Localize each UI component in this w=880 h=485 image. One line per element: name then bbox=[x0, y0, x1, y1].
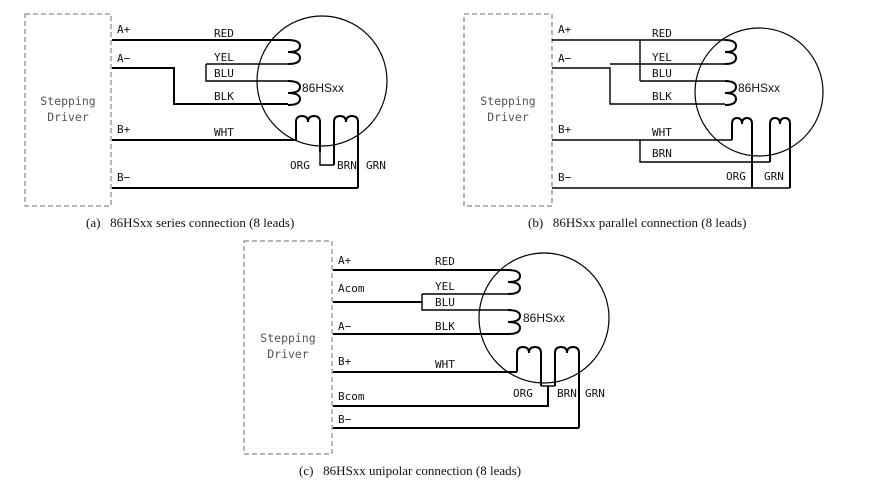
diagram-c-unipolar: Stepping Driver 86HSxx A+ Acom A− B+ Bco… bbox=[243, 240, 610, 455]
wire-red-c: RED bbox=[435, 255, 455, 268]
coil-b-left-a bbox=[295, 114, 321, 152]
wire-wht-a: WHT bbox=[214, 126, 234, 139]
coil-b-right-b bbox=[769, 116, 791, 188]
driver-label-line1-c: Stepping bbox=[260, 331, 315, 345]
wire-path-blu-a bbox=[205, 64, 288, 82]
wire-org-b: ORG bbox=[726, 170, 746, 183]
terminal-a-minus-b: A− bbox=[558, 52, 572, 65]
driver-label-line2-a: Driver bbox=[47, 110, 89, 124]
wire-grn-a: GRN bbox=[366, 159, 386, 172]
wire-path-blk-a bbox=[112, 67, 288, 105]
coil-b-right-c bbox=[554, 345, 580, 428]
diagram-a-series: Stepping Driver 86HSxx A+ A− B+ B− RED Y… bbox=[24, 13, 388, 207]
wire-path-blk-b bbox=[552, 67, 725, 105]
motor-model-a: 86HSxx bbox=[302, 81, 344, 95]
wire-blk-c: BLK bbox=[435, 320, 455, 333]
terminal-b-minus-b: B− bbox=[558, 171, 572, 184]
wire-grn-c: GRN bbox=[585, 387, 605, 400]
motor-circle-c bbox=[478, 252, 610, 384]
caption-c: (c) 86HSxx unipolar connection (8 leads) bbox=[299, 463, 521, 478]
wire-brn-c: BRN bbox=[557, 387, 577, 400]
terminal-a-minus-a: A− bbox=[117, 52, 131, 65]
wire-path-series-link-a bbox=[319, 152, 334, 166]
wire-org-c: ORG bbox=[513, 387, 533, 400]
wire-path-b-com-c bbox=[333, 386, 549, 407]
motor-model-b: 86HSxx bbox=[738, 81, 780, 95]
driver-label-line2-c: Driver bbox=[267, 347, 309, 361]
caption-b: (b) 86HSxx parallel connection (8 leads) bbox=[528, 215, 746, 230]
terminal-b-plus-b: B+ bbox=[558, 123, 572, 136]
coil-a-upper-b bbox=[724, 39, 738, 65]
driver-label-line1-b: Stepping bbox=[480, 94, 535, 108]
coil-a-lower-c bbox=[507, 309, 522, 335]
driver-box-a bbox=[24, 13, 112, 207]
wire-grn-b: GRN bbox=[764, 170, 784, 183]
driver-label-line1-a: Stepping bbox=[40, 94, 95, 108]
wire-wht-c: WHT bbox=[435, 358, 455, 371]
wire-yel-a: YEL bbox=[214, 51, 234, 64]
driver-box-b bbox=[463, 13, 553, 207]
wire-org-a: ORG bbox=[290, 159, 310, 172]
wire-blk-b: BLK bbox=[652, 90, 672, 103]
diagram-b-parallel: Stepping Driver 86HSxx A+ A− B+ B− RED Y… bbox=[463, 13, 824, 207]
motor-circle-b bbox=[694, 27, 824, 157]
coil-a-upper-c bbox=[507, 269, 522, 295]
wire-path-brn-b bbox=[639, 140, 770, 163]
caption-a: (a) 86HSxx series connection (8 leads) bbox=[86, 215, 294, 230]
terminal-b-plus-a: B+ bbox=[117, 123, 131, 136]
wire-blu-a: BLU bbox=[214, 67, 234, 80]
wire-red-a: RED bbox=[214, 27, 234, 40]
motor-model-c: 86HSxx bbox=[523, 311, 565, 325]
wire-brn-b: BRN bbox=[652, 147, 672, 160]
terminal-b-minus-c: B− bbox=[338, 413, 352, 426]
coil-a-upper-a bbox=[287, 39, 302, 65]
terminal-b-minus-a: B− bbox=[117, 171, 131, 184]
terminal-a-com-c: Acom bbox=[338, 282, 365, 295]
coil-a-lower-b bbox=[724, 80, 738, 106]
terminal-b-com-c: Bcom bbox=[338, 390, 365, 403]
wire-wht-b: WHT bbox=[652, 126, 672, 139]
wire-yel-c: YEL bbox=[435, 280, 455, 293]
coil-b-left-c bbox=[516, 345, 542, 386]
terminal-a-plus-b: A+ bbox=[558, 23, 572, 36]
driver-box-c bbox=[243, 240, 333, 455]
terminal-a-minus-c: A− bbox=[338, 320, 352, 333]
terminal-a-plus-c: A+ bbox=[338, 254, 352, 267]
driver-label-line2-b: Driver bbox=[487, 110, 529, 124]
terminal-a-plus-a: A+ bbox=[117, 23, 131, 36]
wire-blu-b: BLU bbox=[652, 67, 672, 80]
wire-brn-a: BRN bbox=[337, 159, 357, 172]
terminal-b-plus-c: B+ bbox=[338, 355, 352, 368]
wire-blk-a: BLK bbox=[214, 90, 234, 103]
coil-a-lower-a bbox=[287, 80, 302, 106]
wire-path-blu-c bbox=[421, 294, 508, 311]
wire-blu-c: BLU bbox=[435, 296, 455, 309]
coil-b-left-b bbox=[731, 116, 753, 188]
coil-b-right-a bbox=[333, 114, 359, 188]
wire-yel-b: YEL bbox=[652, 51, 672, 64]
wire-red-b: RED bbox=[652, 27, 672, 40]
